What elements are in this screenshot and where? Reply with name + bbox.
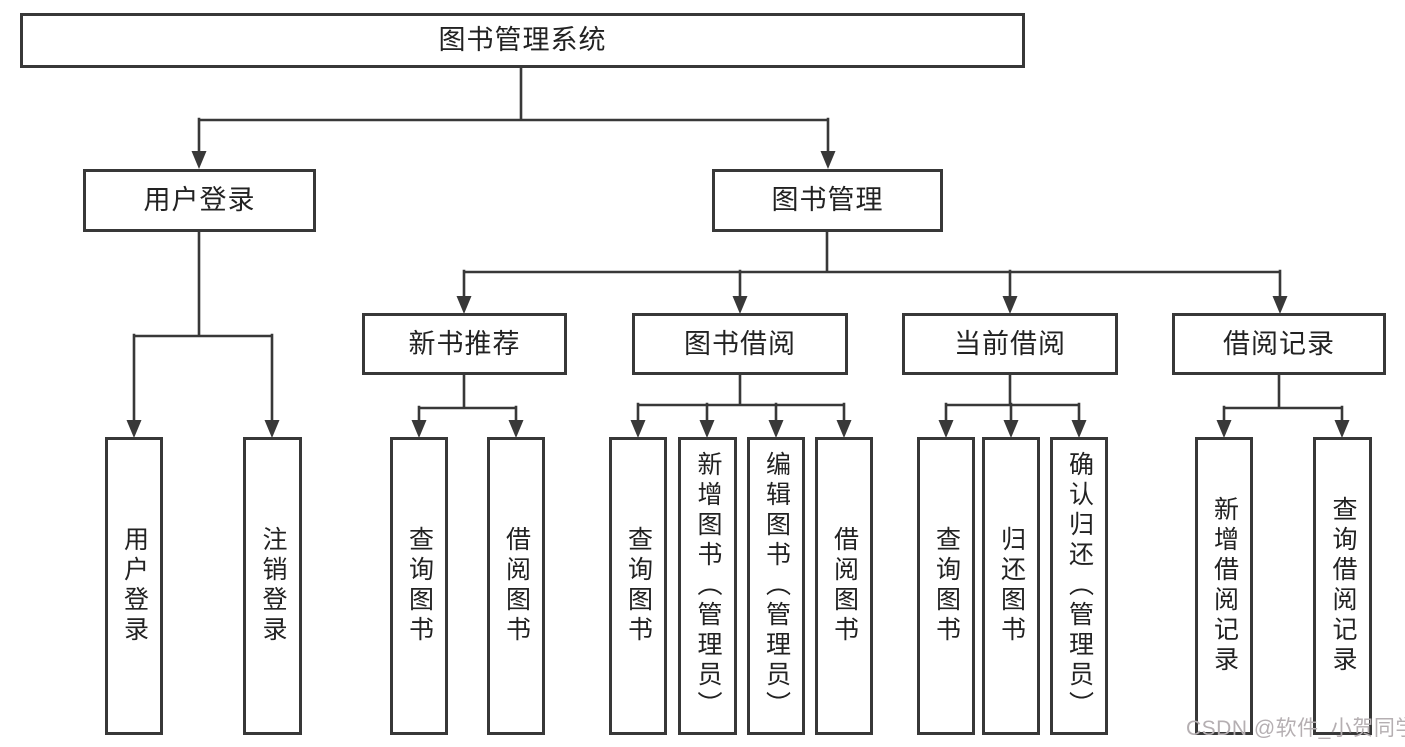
node-label: 归还图书 — [997, 526, 1026, 646]
node-label: 用户登录 — [120, 526, 149, 646]
node-label: 查询图书 — [405, 526, 434, 646]
node-label: 确认归还（管理员） — [1065, 451, 1094, 721]
node-label: 编辑图书（管理员） — [762, 451, 791, 721]
csdn-watermark: CSDN @软件_小贺同学 — [1186, 717, 1405, 740]
node-label: 图书管理系统 — [438, 25, 607, 55]
tree-lines — [132, 65, 1344, 422]
node-label: 查询借阅记录 — [1329, 496, 1357, 676]
node-label: 查询图书 — [624, 526, 653, 646]
node-user-login: 用户登录 — [83, 169, 316, 232]
leaf-query-borrow-record: 查询借阅记录 — [1313, 437, 1372, 735]
leaf-borrow-books-recommend: 借阅图书 — [487, 437, 545, 735]
leaf-return-book: 归还图书 — [982, 437, 1040, 735]
node-label: 当前借阅 — [954, 328, 1066, 359]
node-label: 图书借阅 — [684, 328, 796, 359]
node-new-book-recommend: 新书推荐 — [362, 313, 567, 375]
leaf-add-borrow-record: 新增借阅记录 — [1195, 437, 1253, 735]
node-label: 新增借阅记录 — [1210, 496, 1239, 676]
node-current-borrow: 当前借阅 — [902, 313, 1118, 375]
node-label: 图书管理 — [771, 185, 884, 215]
leaf-borrow-books: 借阅图书 — [815, 437, 873, 735]
leaf-query-books-current: 查询图书 — [917, 437, 975, 735]
leaf-edit-book-admin: 编辑图书（管理员） — [747, 437, 805, 735]
node-label: 借阅图书 — [502, 526, 531, 646]
node-label: 注销登录 — [259, 526, 287, 646]
node-library-system: 图书管理系统 — [20, 13, 1025, 68]
node-label: 查询图书 — [932, 526, 961, 646]
leaf-add-book-admin: 新增图书（管理员） — [678, 437, 737, 735]
leaf-logout: 注销登录 — [243, 437, 302, 735]
node-label: 新增图书（管理员） — [694, 451, 722, 721]
node-label: 新书推荐 — [408, 328, 521, 359]
node-book-management: 图书管理 — [712, 169, 943, 232]
node-label: 借阅图书 — [830, 526, 859, 646]
node-borrow-record: 借阅记录 — [1172, 313, 1386, 375]
node-book-borrow: 图书借阅 — [632, 313, 848, 375]
node-label: 借阅记录 — [1223, 328, 1335, 359]
leaf-query-books-recommend: 查询图书 — [390, 437, 448, 735]
arrow-heads — [126, 151, 1350, 438]
leaf-query-books-borrow: 查询图书 — [609, 437, 667, 735]
node-label: 用户登录 — [143, 185, 256, 215]
leaf-confirm-return-admin: 确认归还（管理员） — [1050, 437, 1108, 735]
leaf-user-login: 用户登录 — [105, 437, 163, 735]
